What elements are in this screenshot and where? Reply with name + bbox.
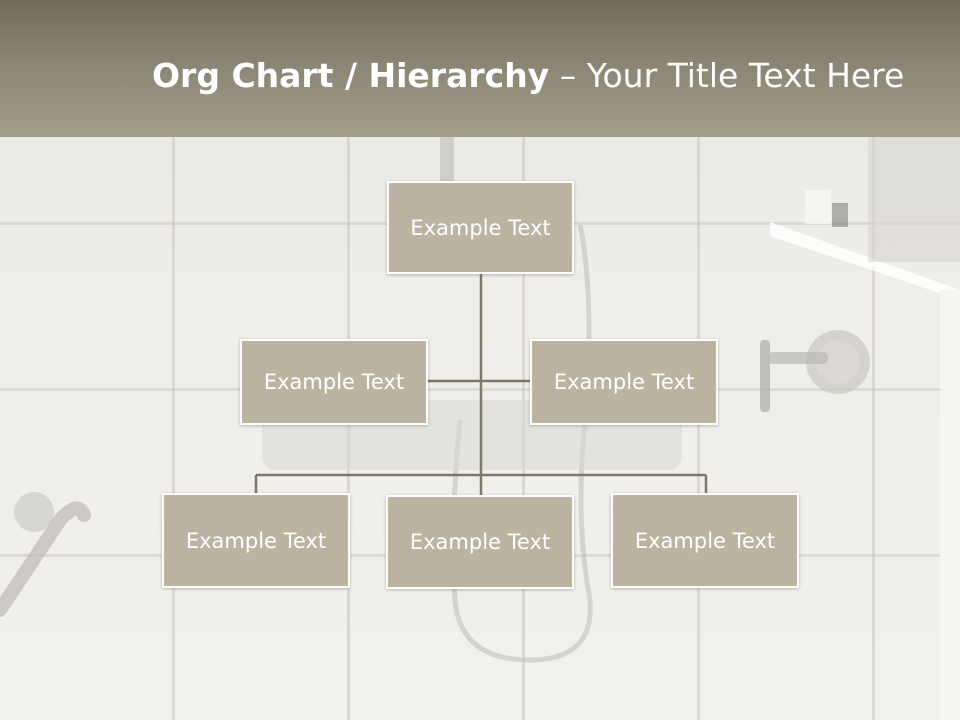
title-bold: Org Chart / Hierarchy (152, 56, 550, 95)
title-separator: – (549, 56, 587, 95)
org-node-label: Example Text (634, 528, 776, 553)
org-node-label: Example Text (185, 528, 327, 553)
org-node-label: Example Text (553, 370, 695, 394)
org-node-root[interactable]: Example Text (387, 181, 574, 274)
slide-title: Org Chart / Hierarchy – Your Title Text … (152, 52, 904, 102)
org-node-label: Example Text (410, 215, 551, 240)
org-node-level2-right[interactable]: Example Text (530, 339, 718, 425)
org-node-level3-right[interactable]: Example Text (611, 493, 799, 588)
slide-header: Org Chart / Hierarchy – Your Title Text … (0, 0, 960, 137)
org-node-level3-left[interactable]: Example Text (162, 493, 350, 588)
org-node-level2-left[interactable]: Example Text (240, 339, 428, 425)
org-node-label: Example Text (409, 530, 551, 554)
org-node-level3-center[interactable]: Example Text (386, 495, 574, 589)
org-node-label: Example Text (263, 370, 405, 394)
title-subtitle: Your Title Text Here (586, 56, 905, 95)
